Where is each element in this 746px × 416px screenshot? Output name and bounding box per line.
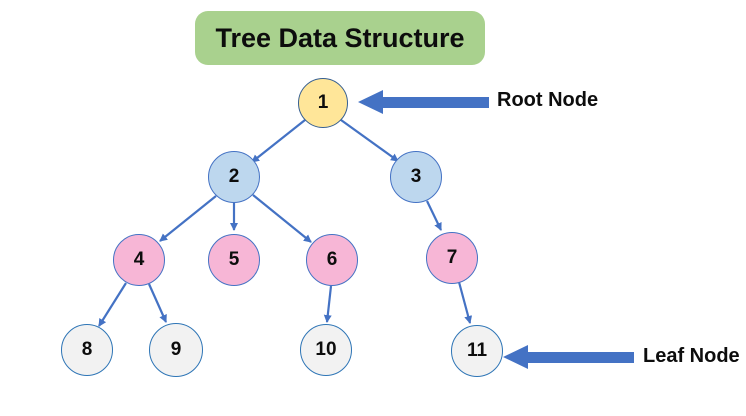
- tree-node-5: 5: [208, 234, 260, 286]
- tree-node-9: 9: [149, 323, 203, 377]
- tree-node-4: 4: [113, 234, 165, 286]
- edge-2-4: [159, 195, 217, 242]
- tree-node-1: 1: [298, 78, 348, 128]
- edge-2-6: [252, 194, 312, 243]
- edge-7-11: [457, 281, 473, 324]
- root-node-annotation-label: Root Node: [497, 89, 599, 111]
- tree-node-8-label: 8: [81, 339, 93, 360]
- diagram-title: Tree Data Structure: [195, 11, 485, 65]
- tree-node-11: 11: [451, 325, 503, 377]
- tree-node-9-label: 9: [170, 339, 182, 360]
- root-node-arrow: [358, 90, 489, 114]
- edge-4-8: [98, 282, 127, 327]
- tree-node-2-label: 2: [228, 166, 240, 187]
- tree-node-3-label: 3: [410, 166, 422, 187]
- edge-1-2: [251, 119, 306, 163]
- tree-node-8: 8: [61, 324, 113, 376]
- edge-1-3: [340, 119, 399, 162]
- tree-node-11-label: 11: [466, 340, 488, 361]
- tree-node-3: 3: [390, 151, 442, 203]
- edge-6-10: [323, 285, 333, 323]
- edge-3-7: [426, 200, 442, 231]
- tree-node-7-label: 7: [446, 247, 458, 268]
- tree-node-7: 7: [426, 232, 478, 284]
- edge-4-9: [147, 283, 168, 323]
- tree-node-6-label: 6: [326, 249, 338, 270]
- tree-node-2: 2: [208, 151, 260, 203]
- tree-node-1-label: 1: [317, 92, 329, 113]
- diagram-title-text: Tree Data Structure: [215, 22, 465, 53]
- leaf-node-annotation-label: Leaf Node: [643, 345, 740, 367]
- leaf-node-arrow: [503, 345, 634, 369]
- tree-node-6: 6: [306, 234, 358, 286]
- tree-node-5-label: 5: [228, 249, 240, 270]
- tree-node-10-label: 10: [315, 339, 337, 360]
- tree-node-10: 10: [300, 324, 352, 376]
- tree-node-4-label: 4: [133, 249, 145, 270]
